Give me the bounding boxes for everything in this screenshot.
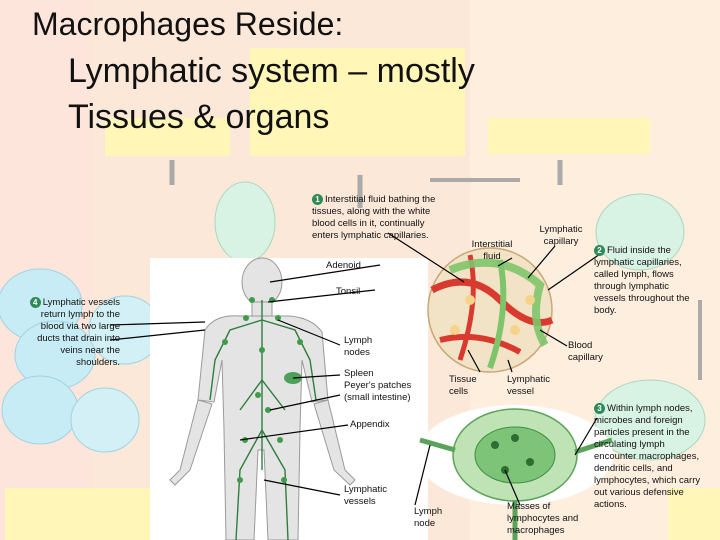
tissue-cells-label: Tissue cells: [449, 374, 477, 397]
interstitial-fluid-label: Interstitial fluid: [471, 239, 513, 262]
masses-label: Masses of lymphocytes and macrophages: [507, 501, 579, 536]
highlight-box: [250, 48, 465, 156]
title-line-1: Macrophages Reside:: [32, 6, 344, 42]
lymph-node-illustration: [417, 405, 613, 540]
highlight-box: [668, 488, 720, 540]
step-2-text: Fluid inside the lymphatic capillaries, …: [594, 245, 690, 317]
step-number-badge: 4: [29, 297, 41, 308]
step-1-text: Interstitial fluid bathing the tissues, …: [312, 194, 436, 242]
step-4-text: Lymphatic vessels return lymph to the bl…: [37, 297, 120, 369]
spleen-label: Spleen: [344, 368, 374, 379]
highlight-box: [5, 488, 175, 540]
step-number-badge: 3: [594, 403, 605, 414]
highlight-box: [105, 118, 230, 156]
lymphatic-capillary-label: Lymphatic capillary: [539, 224, 583, 247]
capillary-bed-illustration: [427, 247, 554, 373]
cell-illustration: [70, 387, 140, 453]
peyers-patches-label: Peyer's patches (small intestine): [344, 380, 412, 403]
lymph-nodes-label: Lymph nodes: [344, 335, 373, 358]
blood-capillary-label: Blood capillary: [568, 340, 603, 363]
cell-illustration: [214, 181, 276, 263]
title-line-3: Tissues & organs: [68, 98, 330, 136]
appendix-label: Appendix: [350, 419, 390, 430]
lymphatic-vessels-label: Lymphatic vessels: [344, 484, 387, 507]
tonsil-label: Tonsil: [336, 286, 361, 297]
spleen-shape: [284, 372, 302, 384]
step-number-badge: 2: [594, 245, 605, 256]
step-3-text: Within lymph nodes, microbes and foreign…: [594, 403, 701, 511]
cell-illustration: [595, 193, 685, 271]
title-line-2: Lymphatic system – mostly: [68, 52, 475, 90]
adenoid-label: Adenoid: [326, 260, 361, 271]
lymph-node-label: Lymph node: [414, 506, 443, 529]
highlight-box: [488, 118, 650, 154]
step-number-badge: 1: [312, 194, 323, 205]
lymphatic-vessel-label: Lymphatic vessel: [507, 374, 550, 397]
cell-illustration: [1, 375, 79, 445]
